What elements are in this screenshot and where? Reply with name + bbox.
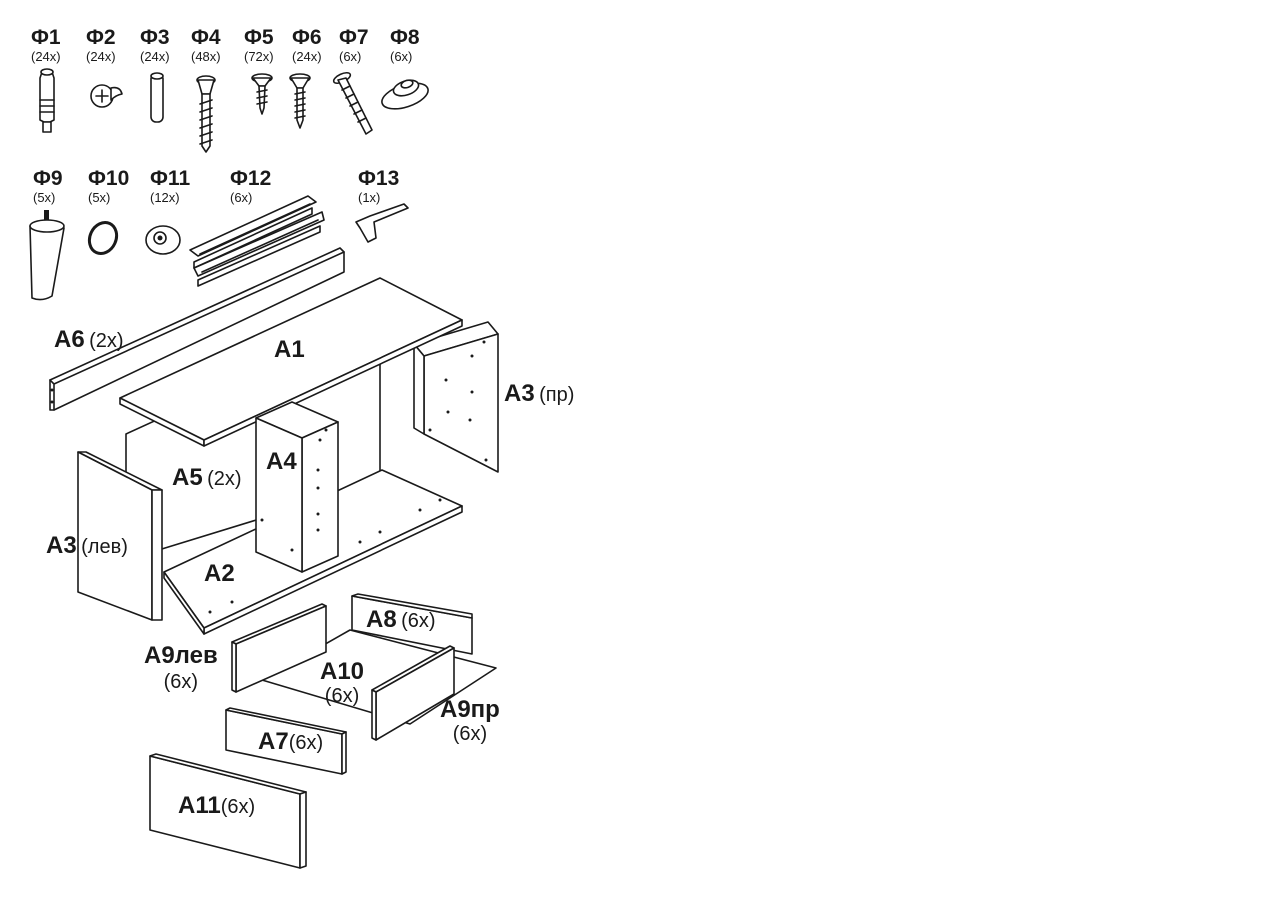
allen-key-icon xyxy=(355,203,409,243)
panel-a3-left xyxy=(77,451,163,621)
label-code: А9пр xyxy=(440,696,500,723)
hardware-code-8: Ф8 xyxy=(390,26,420,49)
panel-a8 xyxy=(351,593,473,655)
panel-a6 xyxy=(49,247,345,411)
label-code: А3 xyxy=(504,380,535,407)
label-qty: (6x) xyxy=(324,685,360,707)
label-qty: (6x) xyxy=(452,723,488,745)
hardware-qty-5: (72x) xyxy=(244,49,274,64)
label-qty: (2x) xyxy=(207,468,242,490)
panel-a7 xyxy=(225,707,347,775)
label-a3-right: А3 (пр) xyxy=(504,382,574,406)
label-a9-left: А9лев (6x) xyxy=(144,642,218,693)
label-code: А6 xyxy=(54,326,85,353)
label-a9-right: А9пр (6x) xyxy=(440,696,500,745)
hardware-code-3: Ф3 xyxy=(140,26,170,49)
hardware-qty-8: (6x) xyxy=(390,49,413,64)
short-screw-icon xyxy=(251,73,273,115)
panel-a3-right xyxy=(413,321,499,473)
hardware-code-6: Ф6 xyxy=(292,26,322,49)
panel-a11 xyxy=(149,753,307,869)
label-code: А1 xyxy=(274,336,305,363)
label-qty: (6x) xyxy=(220,796,256,818)
label-a8: А8 (6x) xyxy=(366,608,436,632)
hardware-code-11: Ф11 xyxy=(150,167,191,190)
drawer-slide-icon xyxy=(189,195,325,287)
hardware-qty-13: (1x) xyxy=(358,190,381,205)
label-code: А10 xyxy=(320,658,365,685)
washer-ring-icon xyxy=(87,220,119,256)
hardware-code-2: Ф2 xyxy=(86,26,116,49)
leg-plate-icon xyxy=(145,225,181,255)
label-a10: А10 (6x) xyxy=(320,658,365,707)
hardware-code-1: Ф1 xyxy=(31,26,61,49)
label-a2: А2 xyxy=(204,562,235,586)
hardware-qty-10: (5x) xyxy=(88,190,111,205)
label-a11: А11(6x) xyxy=(178,794,255,818)
medium-screw-icon xyxy=(289,73,311,129)
hardware-qty-11: (12x) xyxy=(150,190,180,205)
label-qty: (6x) xyxy=(401,610,436,632)
hardware-code-7: Ф7 xyxy=(339,26,369,49)
hardware-qty-6: (24x) xyxy=(292,49,322,64)
hardware-qty-9: (5x) xyxy=(33,190,56,205)
hardware-qty-4: (48x) xyxy=(191,49,221,64)
label-a5: А5 (2x) xyxy=(172,466,242,490)
label-a6: А6 (2x) xyxy=(54,328,124,352)
hardware-code-4: Ф4 xyxy=(191,26,221,49)
label-a7: А7(6x) xyxy=(258,730,323,754)
label-code: А11 xyxy=(178,792,221,819)
label-code: А4 xyxy=(266,448,297,475)
panel-a9-left xyxy=(231,603,327,693)
long-screw-icon xyxy=(332,71,373,135)
hardware-qty-2: (24x) xyxy=(86,49,116,64)
label-qty: (пр) xyxy=(539,384,575,406)
cam-bolt-icon xyxy=(39,68,55,133)
label-qty: (2x) xyxy=(89,330,124,352)
panel-a9-right xyxy=(371,645,455,741)
hardware-code-13: Ф13 xyxy=(358,167,400,190)
handle-knob-icon xyxy=(381,79,429,110)
label-code: А7 xyxy=(258,728,289,755)
confirmat-screw-icon xyxy=(196,75,216,153)
hardware-qty-7: (6x) xyxy=(339,49,362,64)
label-a3-left: А3 (лев) xyxy=(46,534,128,558)
hardware-code-12: Ф12 xyxy=(230,167,272,190)
hardware-code-9: Ф9 xyxy=(33,167,63,190)
label-code: А9лев xyxy=(144,642,218,669)
hardware-qty-1: (24x) xyxy=(31,49,61,64)
hardware-code-5: Ф5 xyxy=(244,26,274,49)
cam-lock-icon xyxy=(90,84,123,108)
label-code: А3 xyxy=(46,532,77,559)
label-qty: (6x) xyxy=(288,732,324,754)
label-code: А2 xyxy=(204,560,235,587)
hardware-code-10: Ф10 xyxy=(88,167,130,190)
hardware-qty-12: (6x) xyxy=(230,190,253,205)
label-a1: А1 xyxy=(274,338,305,362)
hardware-qty-3: (24x) xyxy=(140,49,170,64)
furniture-leg-icon xyxy=(29,210,65,301)
label-qty: (6x) xyxy=(163,671,199,693)
label-code: А8 xyxy=(366,606,397,633)
label-a4: А4 xyxy=(266,450,297,474)
label-qty: (лев) xyxy=(81,536,128,558)
label-code: А5 xyxy=(172,464,203,491)
panel-a4 xyxy=(255,401,339,573)
wood-dowel-icon xyxy=(150,72,164,123)
